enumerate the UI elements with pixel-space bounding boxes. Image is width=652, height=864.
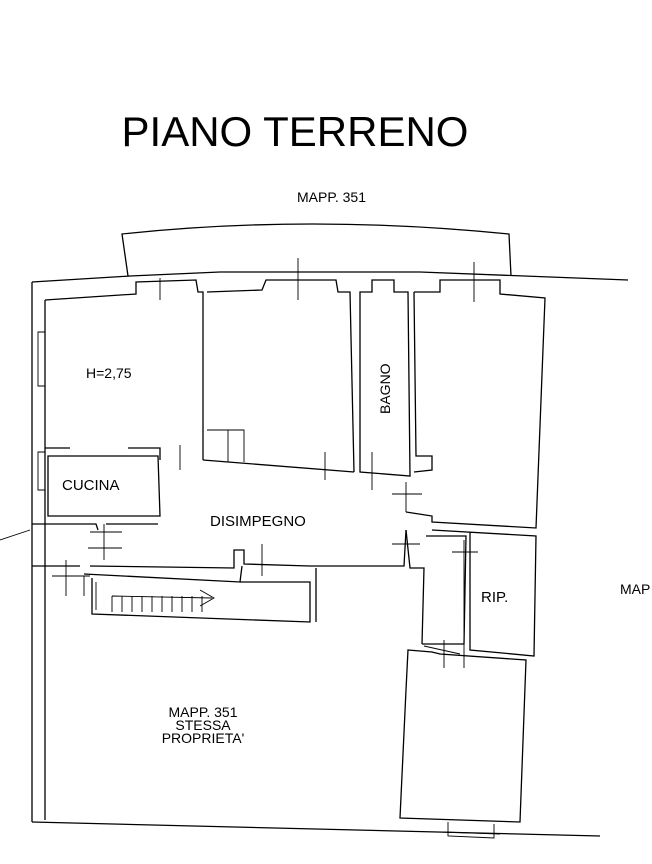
room-south-east	[399, 649, 527, 839]
outer-walls	[31, 271, 629, 837]
label-court-line1: MAPP. 351	[168, 704, 238, 720]
label-north-parcel: MAPP. 351	[297, 189, 367, 205]
label-court-line3: PROPRIETA'	[161, 730, 245, 746]
label-east-parcel: MAP	[620, 581, 651, 597]
north-projection	[121, 223, 512, 277]
label-kitchen: CUCINA	[62, 477, 120, 494]
label-bathroom: BAGNO	[377, 363, 393, 414]
plan-title: PIANO TERRENO	[121, 108, 469, 155]
room-central	[202, 258, 355, 480]
court-walls	[44, 568, 317, 686]
room-main	[37, 278, 204, 491]
label-hall: DISIMPEGNO	[210, 513, 306, 530]
label-court: MAPP. 351 STESSA PROPRIETA'	[148, 704, 258, 746]
label-court-line2: STESSA	[175, 717, 231, 733]
label-storage: RIP.	[481, 589, 509, 606]
corridor	[0, 523, 425, 645]
room-bathroom	[359, 279, 411, 490]
room-storage	[422, 529, 537, 668]
room-east-top	[392, 262, 546, 529]
room-kitchen	[44, 455, 161, 517]
stairs	[52, 560, 311, 623]
label-room-height: H=2,75	[86, 365, 132, 381]
